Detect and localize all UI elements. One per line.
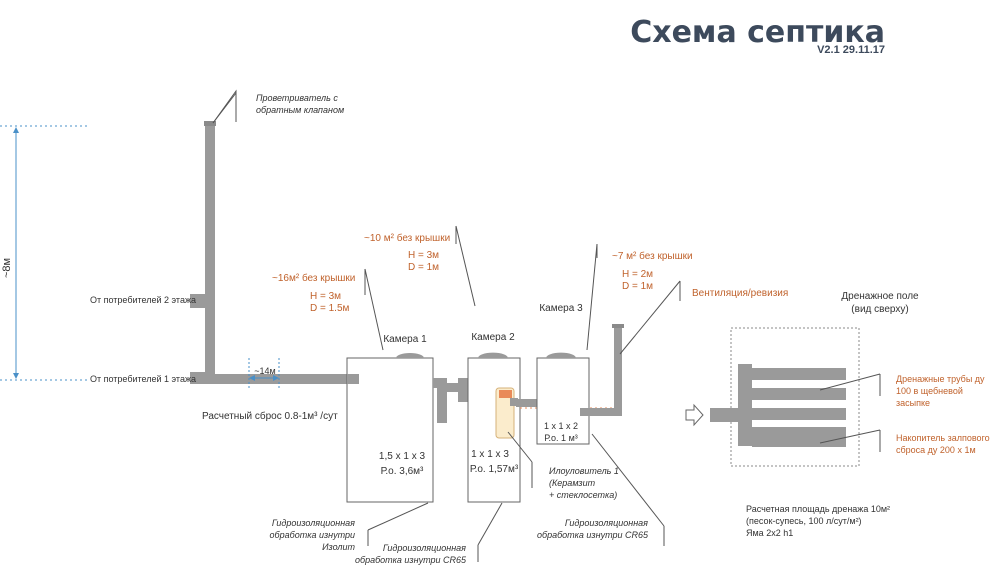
chamber-1-volume: Р.о. 3,6м³ xyxy=(381,466,424,477)
chamber-3-vent-label: Вентиляция/ревизия xyxy=(692,288,788,299)
chamber-3-note-line1: Гидроизоляционная xyxy=(565,518,648,528)
diagram-title: Схема септика xyxy=(630,15,885,50)
chamber-1: Камера 1 1,5 x 1 x 3 Р.о. 3,6м³ xyxy=(346,334,434,503)
chamber-3: Камера 3 1 x 1 x 2 Р.о. 1 м³ xyxy=(536,303,624,445)
storage-label-line2: сброса ду 200 x 1м xyxy=(896,445,976,455)
chamber-1-height: H = 3м xyxy=(310,291,341,302)
sludge-trap-top xyxy=(499,390,512,398)
chamber-1-note-line2: обработка изнутри xyxy=(270,530,355,540)
vent-riser xyxy=(190,121,347,384)
floor1-label: От потребителей 1 этажа xyxy=(90,374,196,384)
drain-pipes-label-line2: 100 в щебневой xyxy=(896,386,963,396)
drainage-field-outline xyxy=(730,327,860,467)
chamber-1-lid xyxy=(396,353,424,358)
drain-pipe-2 xyxy=(752,388,846,400)
floor1-inlet xyxy=(190,372,215,384)
chamber-3-outlet xyxy=(580,408,620,416)
floor2-label: От потребителей 2 этажа xyxy=(90,295,196,305)
chamber-3-dims: 1 x 1 x 2 xyxy=(544,421,578,431)
drainage-field-subtitle: (вид сверху) xyxy=(851,304,908,315)
chamber-3-lid xyxy=(546,352,576,358)
sludge-label-line3: + стеклосетка) xyxy=(549,490,617,500)
vent-label-line1: Проветриватель с xyxy=(256,93,338,103)
chamber-1-note-line3: Изолит xyxy=(322,542,355,552)
sludge-trap xyxy=(495,387,515,439)
height-label: ~8м xyxy=(1,258,13,278)
chamber-2-area: ~10 м² без крышки xyxy=(364,232,450,244)
chamber-3-volume: Р.о. 1 м³ xyxy=(544,433,578,443)
drain-pipes-label-line1: Дренажные трубы ду xyxy=(896,374,985,384)
pipe-length-label: ~14м xyxy=(254,366,275,376)
vent-cap xyxy=(204,121,216,126)
pipe-length-dimension: ~14м xyxy=(248,358,280,390)
riser-pipe xyxy=(205,126,215,382)
drain-pipe-1 xyxy=(752,368,846,380)
chamber-3-name: Камера 3 xyxy=(539,303,583,314)
storage-label-line1: Накопитель залпового xyxy=(896,433,990,443)
chamber-2-dims: 1 x 1 x 3 xyxy=(471,449,509,460)
chamber-2-volume: Р.о. 1,57м³ xyxy=(470,464,519,475)
chamber-2-height: H = 3м xyxy=(408,250,439,261)
drainage-calc-line2: (песок-супесь, 100 л/сут/м²) xyxy=(746,516,862,526)
chamber-3-body xyxy=(536,357,590,445)
drain-pipes-label-line3: засыпке xyxy=(896,398,930,408)
diagram-version: V2.1 29.11.17 xyxy=(817,44,885,56)
floor2-inlet xyxy=(190,294,207,308)
vent-label-line2: обратным клапаном xyxy=(256,105,344,115)
chamber-1-name: Камера 1 xyxy=(383,334,427,345)
chamber-1-dims: 1,5 x 1 x 3 xyxy=(379,451,426,462)
chamber-1-area: ~16м² без крышки xyxy=(272,272,355,284)
sludge-label-line2: (Керамзит xyxy=(549,478,596,488)
chamber-3-vent-pipe xyxy=(614,326,622,416)
drainage-calc-line3: Яма 2х2 h1 xyxy=(746,528,793,538)
chamber-3-area: ~7 м² без крышки xyxy=(612,250,693,262)
chamber-3-height: H = 2м xyxy=(622,269,653,280)
drainage-field: Дренажное поле (вид сверху) xyxy=(710,291,919,467)
chamber-2-name: Камера 2 xyxy=(471,332,515,343)
drainage-collector xyxy=(738,364,752,446)
chamber-3-diameter: D = 1м xyxy=(622,281,653,292)
chamber-2-note-line1: Гидроизоляционная xyxy=(383,543,466,553)
chamber-1-body xyxy=(346,357,434,503)
drainage-inlet-pipe xyxy=(710,408,742,422)
flow-arrow-icon xyxy=(685,403,704,427)
chamber-2: Камера 2 1 x 1 x 3 Р.о. 1,57м³ xyxy=(467,332,521,503)
flow-label: Расчетный сброс 0.8-1м³ /сут xyxy=(202,410,338,422)
drainage-calc-line1: Расчетная площадь дренажа 10м² xyxy=(746,504,890,514)
drainage-field-title: Дренажное поле xyxy=(841,291,919,302)
sludge-label-line1: Илоуловитель 1 xyxy=(549,466,619,476)
overflow-storage-pipe xyxy=(752,427,846,447)
chamber-2-diameter: D = 1м xyxy=(408,262,439,273)
chamber-2-note-line2: обработка изнутри CR65 xyxy=(355,555,467,565)
overflow-pipe-1-2 xyxy=(433,378,468,423)
chamber-1-note-line1: Гидроизоляционная xyxy=(272,518,355,528)
main-sewer-pipe xyxy=(215,374,347,384)
height-dimension: ~8м xyxy=(0,125,88,381)
chamber-3-note-line2: обработка изнутри CR65 xyxy=(537,530,649,540)
chamber-2-lid xyxy=(478,352,508,358)
chamber-1-diameter: D = 1.5м xyxy=(310,303,350,314)
drain-pipe-3 xyxy=(752,408,846,420)
